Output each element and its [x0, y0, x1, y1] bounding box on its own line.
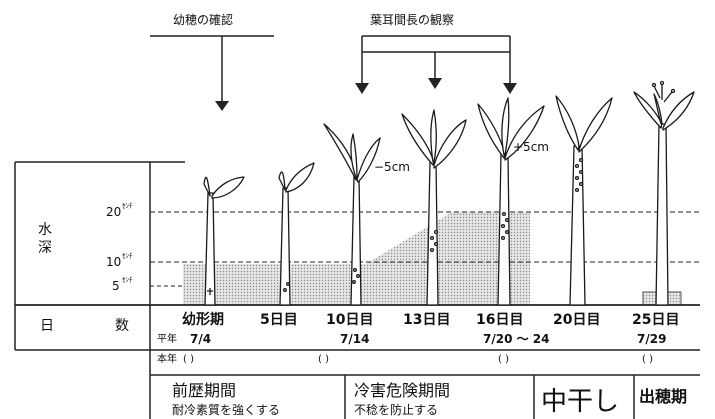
normal-year-label: 平年: [157, 332, 177, 345]
depth-10-label: 10: [106, 255, 121, 269]
rice-plant-1: [203, 176, 245, 306]
this-year-paren-2: ( ): [318, 354, 329, 365]
period-2-title: 冷害危険期間: [354, 381, 450, 400]
date-1: 7/4: [190, 332, 211, 346]
depth-10-unit: ｾﾝﾁ: [122, 252, 133, 260]
auricle-observation-annotation: 葉耳間長の観察: [355, 13, 517, 94]
depth-5-unit: ｾﾝﾁ: [122, 276, 133, 284]
panicle-check-label: 幼穂の確認: [173, 12, 233, 27]
rice-plant-6: [555, 95, 613, 306]
date-4: 7/29: [637, 332, 666, 346]
auricle-arrowhead-3: [503, 83, 517, 94]
days-label: 日: [40, 318, 54, 334]
rice-plant-4: [401, 109, 467, 306]
water-depth-label-1: 水: [38, 222, 52, 238]
this-year-paren-4: ( ): [642, 354, 653, 365]
period-1-sub: 耐冷素質を強くする: [172, 402, 280, 417]
this-year-paren-3: ( ): [498, 354, 509, 365]
period-2-sub: 不稔を防止する: [354, 402, 438, 417]
stage-label-4: 13日目: [403, 312, 450, 328]
stage-label-3: 10日目: [326, 312, 373, 328]
auricle-arrowhead-1: [355, 83, 369, 94]
depth-5-label: 5: [112, 279, 120, 293]
period-4-title: 出穂期: [639, 387, 687, 406]
panicle-check-arrowhead: [215, 101, 229, 111]
stage-label-7: 25日目: [632, 312, 679, 328]
panicle-check-annotation: 幼穂の確認: [150, 12, 274, 111]
stage-label-2: 5日目: [260, 312, 298, 328]
stage-label-6: 20日目: [553, 312, 600, 328]
date-2: 7/14: [340, 332, 369, 346]
rice-plant-3: [323, 123, 381, 306]
period-1-title: 前歴期間: [172, 381, 236, 400]
this-year-paren-1: ( ): [183, 354, 194, 365]
rice-plant-5: [477, 97, 545, 306]
water-depth-area: [183, 212, 530, 305]
minus-5cm-label: −5cm: [374, 160, 410, 174]
stage-label-1: 幼形期: [182, 311, 224, 328]
plus-5cm-label: +5cm: [513, 140, 549, 154]
stage-labels: 幼形期 5日目 10日目 13日目 16日目 20日目 25日目: [182, 311, 679, 328]
date-3: 7/20 〜 24: [483, 332, 550, 346]
auricle-arrowhead-2: [428, 78, 442, 89]
stage-label-5: 16日目: [476, 312, 523, 328]
rice-plant-7: [633, 80, 695, 306]
rice-plants: [203, 80, 695, 306]
rice-plant-2: [278, 162, 315, 306]
water-depth-label-2: 深: [38, 240, 52, 256]
this-year-label: 本年: [157, 352, 177, 365]
depth-20-unit: ｾﾝﾁ: [122, 202, 133, 210]
depth-20-label: 20: [106, 205, 121, 219]
days-label-2: 数: [115, 318, 129, 334]
auricle-observation-label: 葉耳間長の観察: [370, 13, 454, 27]
period-3-title: 中干し: [541, 387, 619, 417]
